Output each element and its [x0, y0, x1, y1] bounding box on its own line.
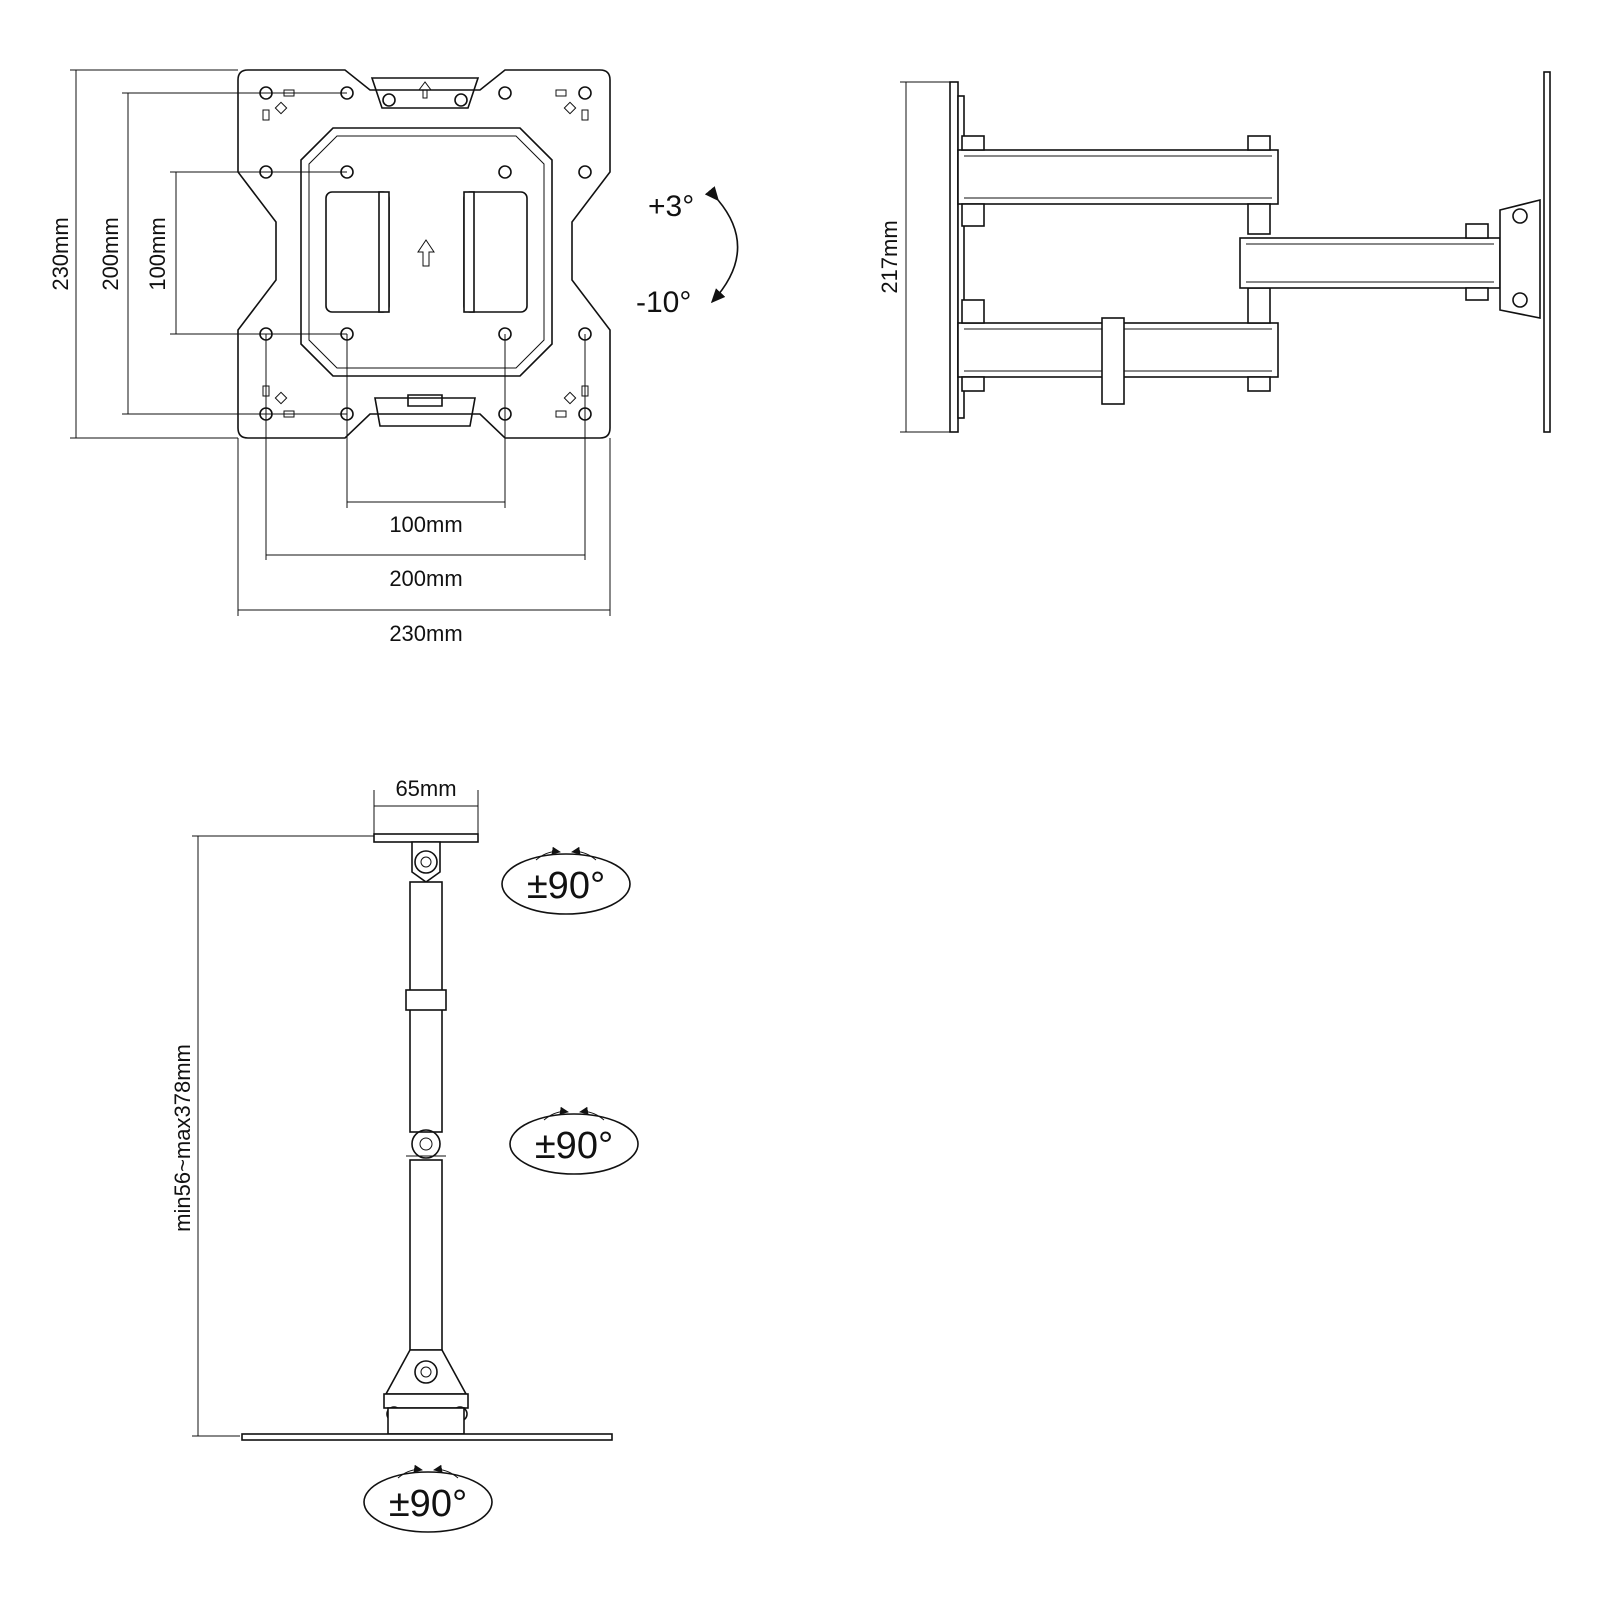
- swivel-bottom-indicator: [363, 1464, 493, 1533]
- dim-outer-height: 230mm: [48, 217, 73, 290]
- bottom-clip: [407, 394, 443, 407]
- tilt-indicator: [704, 186, 739, 304]
- wall-plate: [949, 81, 959, 433]
- dim-vesa-width-200: 200mm: [389, 566, 462, 591]
- inner-frame: [300, 127, 553, 377]
- middle-arm: [1239, 237, 1501, 289]
- inner-frame-edge: [308, 135, 545, 369]
- swivel-top-label: ±90°: [527, 865, 605, 907]
- dim-vesa-height-200: 200mm: [98, 217, 123, 290]
- swivel-middle-label: ±90°: [535, 1125, 613, 1167]
- dim-vesa-height-100: 100mm: [145, 217, 170, 290]
- top-view-arm: [192, 790, 613, 1441]
- dim-extension: min56~max378mm: [170, 1044, 195, 1232]
- tv-plate: [1543, 71, 1551, 433]
- dim-outer-width: 230mm: [389, 621, 462, 646]
- center-up-arrow-icon: [417, 239, 435, 267]
- tilt-down-label: -10°: [636, 286, 691, 319]
- front-view-plate: [237, 69, 611, 439]
- right-rail: [463, 191, 475, 313]
- mounting-holes: [259, 86, 592, 421]
- tilt-up-label: +3°: [648, 190, 694, 223]
- dim-base-width: 65mm: [395, 776, 456, 801]
- plate-outline: [237, 69, 611, 439]
- swivel-middle-indicator: [509, 1106, 639, 1175]
- dim-vesa-width-100: 100mm: [389, 512, 462, 537]
- lower-bracket: [384, 1349, 468, 1395]
- front-view-dimensions: [70, 69, 611, 616]
- swivel-bottom-label: ±90°: [389, 1483, 467, 1525]
- top-plate: [373, 833, 479, 843]
- bottom-plate: [241, 1433, 613, 1441]
- tilt-bracket: [1499, 198, 1541, 319]
- dim-plate-height: 217mm: [877, 220, 902, 293]
- up-arrow-icon: [418, 81, 432, 99]
- swivel-top-indicator: [501, 846, 631, 915]
- side-view-arm: [900, 71, 1551, 433]
- cable-clip: [1101, 317, 1125, 405]
- bottom-tab: [374, 397, 476, 427]
- top-tab: [370, 77, 480, 109]
- left-rail: [378, 191, 390, 313]
- upper-arm: [957, 149, 1279, 205]
- inner-tube: [409, 1159, 443, 1351]
